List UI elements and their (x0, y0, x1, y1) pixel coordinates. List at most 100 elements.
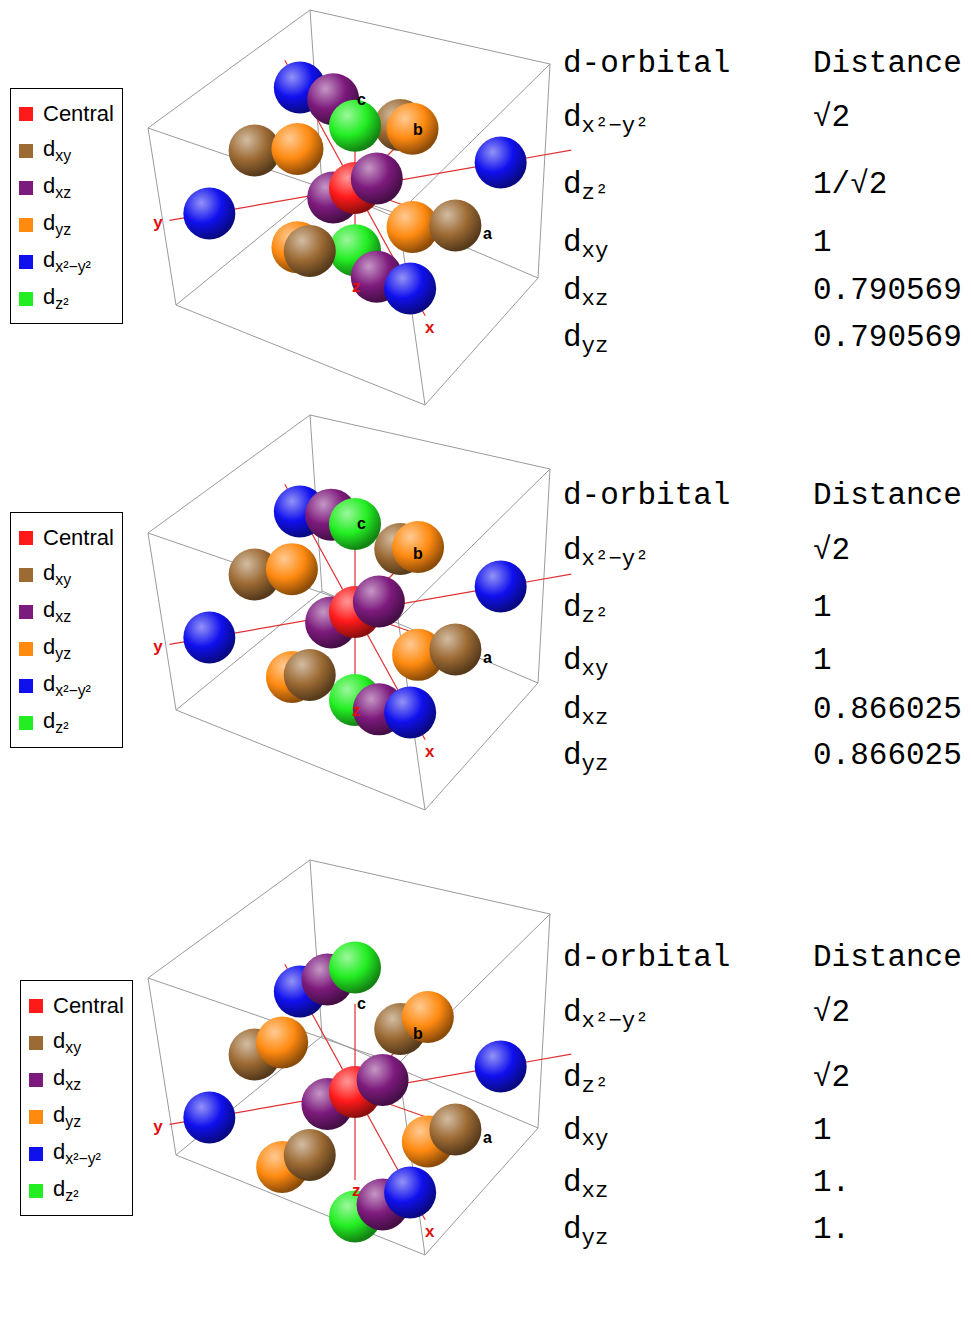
table-cell: √2 (813, 1062, 850, 1093)
bounding-box (398, 914, 550, 1064)
atom-sphere (402, 991, 454, 1043)
table-cell: 1 (813, 1115, 832, 1146)
table-cell: dxz (563, 275, 608, 310)
legend-text: dx²−y² (43, 247, 91, 276)
atom-sphere (266, 543, 318, 595)
table-cell: dyz (563, 740, 608, 775)
legend-row: dxy (19, 556, 114, 593)
atom-sphere (353, 576, 405, 628)
table-cell: Distance (813, 480, 962, 511)
legend-row: dyz (19, 630, 114, 667)
legend-text: dxy (53, 1028, 81, 1057)
legend-text: Central (43, 525, 114, 551)
legend-swatch (29, 1184, 43, 1198)
legend-row: dz² (29, 1172, 124, 1209)
table-cell: d-orbital (563, 48, 730, 79)
legend-row: dxy (19, 132, 114, 169)
bounding-box (148, 533, 176, 710)
atom-sphere (357, 1054, 409, 1106)
legend-text: dxz (53, 1065, 81, 1094)
legend-swatch (19, 531, 33, 545)
legend-swatch (19, 255, 33, 269)
bounding-box (176, 305, 425, 405)
table-cell: 0.866025 (813, 694, 962, 725)
legend-text: dyz (53, 1102, 81, 1131)
lattice-label: c (357, 92, 366, 108)
atom-sphere (392, 521, 444, 573)
bounding-box (148, 978, 176, 1155)
axis-label: x (425, 319, 434, 336)
axis-label: z (352, 702, 361, 719)
legend-swatch (19, 181, 33, 195)
atom-sphere (284, 649, 336, 701)
legend-text: dxz (43, 173, 71, 202)
atom-sphere (384, 1166, 436, 1218)
atom-sphere (256, 1017, 308, 1069)
legend-text: dxy (43, 136, 71, 165)
lattice-label: a (483, 1130, 492, 1146)
table-cell: √2 (813, 535, 850, 566)
atom-sphere (284, 225, 336, 277)
axis-label: z (352, 1182, 361, 1199)
bounding-box (538, 64, 550, 278)
legend-text: dxy (43, 560, 71, 589)
table-cell: dx²−y² (563, 102, 649, 137)
axis-label: x (425, 1223, 434, 1240)
atom-sphere (329, 100, 381, 152)
legend-text: dx²−y² (43, 671, 91, 700)
legend-row: dz² (19, 704, 114, 741)
legend-box: Central dxy dxz dyz dx²−y² dz² (10, 512, 123, 748)
table-cell: dxy (563, 645, 608, 680)
table-cell: 1. (813, 1214, 850, 1245)
legend-row: dz² (19, 280, 114, 317)
bounding-box (538, 914, 550, 1128)
atom-sphere (183, 611, 235, 663)
bounding-box (148, 128, 176, 305)
atom-sphere (183, 187, 235, 239)
table-cell: dxz (563, 1167, 608, 1202)
legend-text: dx²−y² (53, 1139, 101, 1168)
lattice-label: c (357, 996, 366, 1012)
axis-label: y (153, 638, 162, 655)
orbital-figure (148, 860, 571, 1255)
bounding-box (310, 415, 550, 469)
table-cell: 1/√2 (813, 169, 887, 200)
legend-swatch (19, 144, 33, 158)
legend-row: Central (19, 519, 114, 556)
atom-sphere (429, 199, 481, 251)
legend-text: dz² (53, 1176, 78, 1205)
orbital-figure (148, 415, 571, 810)
legend-text: dyz (43, 210, 71, 239)
legend-row: dxz (29, 1061, 124, 1098)
legend-swatch (29, 1110, 43, 1124)
atom-sphere (475, 561, 527, 613)
table-cell: dxz (563, 694, 608, 729)
lattice-label: a (483, 226, 492, 242)
table-cell: d-orbital (563, 480, 730, 511)
legend-swatch (19, 218, 33, 232)
table-cell: √2 (813, 102, 850, 133)
bounding-box (310, 860, 550, 914)
legend-swatch (19, 568, 33, 582)
table-cell: 0.866025 (813, 740, 962, 771)
bounding-box (425, 278, 538, 405)
atom-sphere (475, 137, 527, 189)
legend-swatch (19, 605, 33, 619)
atom-sphere (284, 1129, 336, 1181)
legend-text: dyz (43, 634, 71, 663)
table-cell: 0.790569 (813, 275, 962, 306)
legend-swatch (19, 292, 33, 306)
axis-label: y (153, 1118, 162, 1135)
legend-row: dxz (19, 169, 114, 206)
legend-row: Central (29, 987, 124, 1024)
legend-swatch (29, 999, 43, 1013)
bounding-box (538, 469, 550, 683)
lattice-label: b (413, 122, 423, 138)
legend-text: dxz (43, 597, 71, 626)
legend-row: dx²−y² (19, 667, 114, 704)
table-cell: dz² (563, 169, 608, 204)
legend-text: Central (53, 993, 124, 1019)
legend-box: Central dxy dxz dyz dx²−y² dz² (20, 980, 133, 1216)
legend-text: dz² (43, 284, 68, 313)
bounding-box (148, 860, 310, 978)
